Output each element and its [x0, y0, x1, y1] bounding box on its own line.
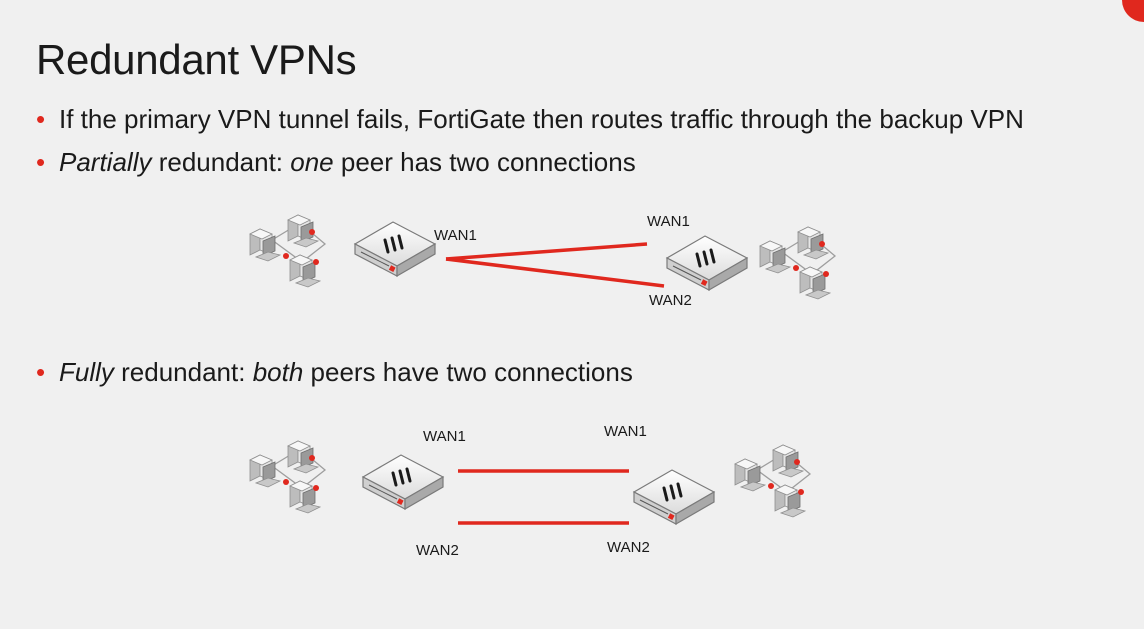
- vpn-link-primary: [445, 242, 648, 261]
- full-redundancy-diagram: [250, 441, 810, 526]
- bullet-marker: •: [36, 104, 46, 134]
- right-wan1-label: WAN1: [604, 423, 647, 440]
- right-network-icon: [735, 445, 810, 517]
- bullet-text: If the primary VPN tunnel fails, FortiGa…: [59, 104, 1024, 134]
- right-fortigate-icon: [665, 234, 749, 292]
- bullet-emphasis: Partially: [59, 147, 152, 177]
- bullet-marker: •: [36, 357, 46, 387]
- right-network-icon: [760, 227, 835, 299]
- bullet-text: redundant:: [113, 357, 253, 387]
- bullet-marker: •: [36, 147, 46, 177]
- right-wan1-label: WAN1: [647, 213, 690, 230]
- vpn-link-backup: [445, 257, 665, 288]
- bullet-fully-redundant: • Fully redundant: both peers have two co…: [36, 357, 633, 388]
- left-fortigate-icon: [353, 220, 437, 278]
- left-network-icon: [250, 441, 325, 513]
- left-wan1-label: WAN1: [423, 428, 466, 445]
- partial-redundancy-diagram: [250, 215, 835, 299]
- right-wan2-label: WAN2: [607, 539, 650, 556]
- bullet-primary-failover: • If the primary VPN tunnel fails, FortiG…: [36, 104, 1024, 135]
- bullet-partially-redundant: • Partially redundant: one peer has two c…: [36, 147, 636, 178]
- bullet-emphasis: one: [290, 147, 334, 177]
- bullet-text: peers have two connections: [303, 357, 633, 387]
- left-wan1-label: WAN1: [434, 227, 477, 244]
- bullet-emphasis: both: [252, 357, 304, 387]
- bullet-text: peer has two connections: [333, 147, 636, 177]
- left-network-icon: [250, 215, 325, 287]
- bullet-emphasis: Fully: [59, 357, 114, 387]
- right-fortigate-icon: [632, 468, 716, 526]
- left-fortigate-icon: [361, 453, 445, 511]
- right-wan2-label: WAN2: [649, 292, 692, 309]
- slide-title: Redundant VPNs: [36, 36, 357, 83]
- left-wan2-label: WAN2: [416, 542, 459, 559]
- bullet-text: redundant:: [151, 147, 291, 177]
